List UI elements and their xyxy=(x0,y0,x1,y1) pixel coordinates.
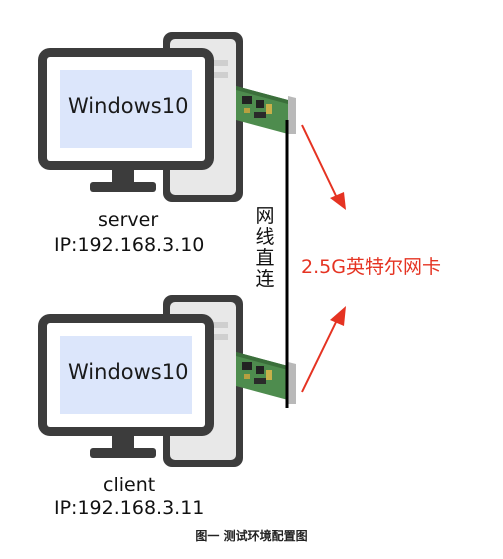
client-nic-card xyxy=(236,352,296,404)
cable-label-char: 网 xyxy=(255,205,275,227)
client-computer xyxy=(38,295,296,467)
figure-caption: 图一 测试环境配置图 xyxy=(195,529,308,543)
server-monitor xyxy=(38,48,214,192)
nic-arrow-top xyxy=(301,124,346,210)
cable-label-char: 线 xyxy=(255,226,275,248)
client-screen xyxy=(60,336,192,414)
cable-label: 网 线 直 连 xyxy=(254,206,276,290)
server-nic-card xyxy=(236,86,296,134)
cable-label-char: 连 xyxy=(255,268,275,290)
nic-label: 2.5G英特尔网卡 xyxy=(301,256,441,278)
server-ip-label: IP:192.168.3.10 xyxy=(54,234,205,256)
client-monitor xyxy=(38,314,214,458)
client-screen-text: Windows10 xyxy=(68,360,189,384)
client-ip-label: IP:192.168.3.11 xyxy=(54,497,205,519)
cable-label-char: 直 xyxy=(255,247,275,269)
server-computer xyxy=(38,32,296,202)
server-screen-text: Windows10 xyxy=(68,94,189,118)
nic-arrow-bottom xyxy=(301,306,346,393)
client-name-label: client xyxy=(103,474,156,496)
server-name-label: server xyxy=(98,209,159,231)
server-screen xyxy=(60,70,192,148)
